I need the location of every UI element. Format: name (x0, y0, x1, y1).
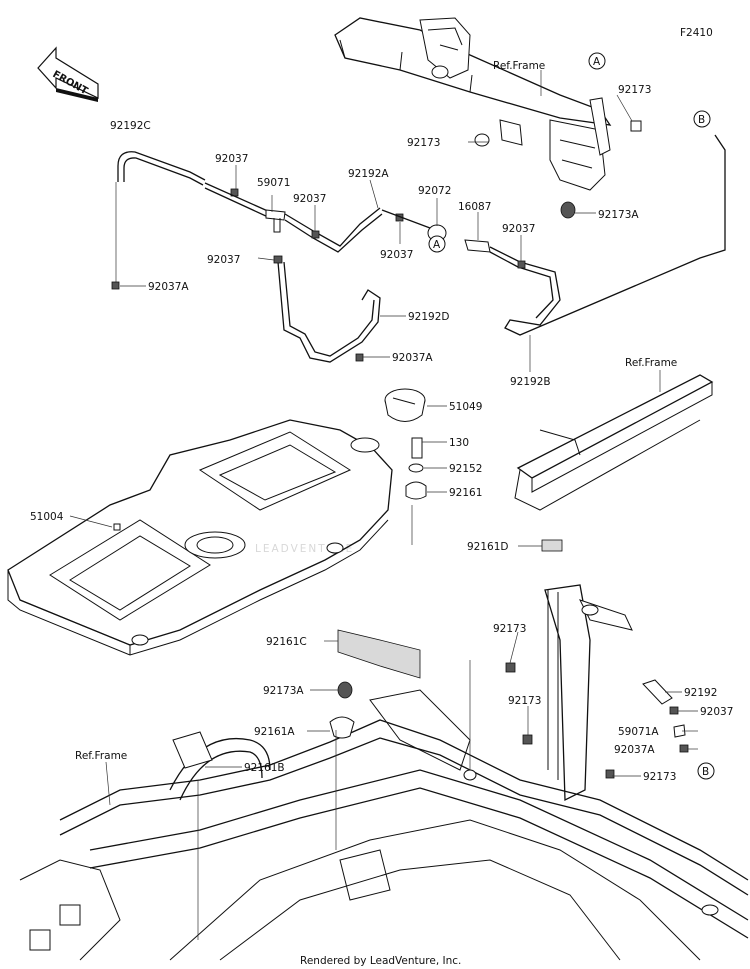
part-92173A[interactable]: 92173A (263, 685, 304, 697)
washer-92152 (408, 463, 424, 473)
clip-92173-lower-b (522, 734, 533, 745)
footer-credit: Rendered by LeadVenture, Inc. (300, 955, 461, 967)
part-92173[interactable]: 92173 (508, 695, 541, 707)
part-59071A[interactable]: 59071A (618, 726, 659, 738)
clip-92173-lower-a (505, 662, 516, 673)
part-92161D[interactable]: 92161D (467, 541, 509, 553)
hose-92192C (117, 151, 206, 186)
part-92161A[interactable]: 92161A (254, 726, 295, 738)
svg-text:A: A (433, 239, 441, 251)
valve-16087 (464, 239, 491, 253)
part-92173[interactable]: 92173 (643, 771, 676, 783)
part-92037[interactable]: 92037 (380, 249, 413, 261)
part-16087[interactable]: 16087 (458, 201, 491, 213)
hose-segment-a (204, 182, 271, 218)
svg-text:B: B (698, 114, 705, 126)
part-92173[interactable]: 92173 (493, 623, 526, 635)
part-92037[interactable]: 92037 (215, 153, 248, 165)
marker-B-top: B (693, 110, 711, 128)
part-92173A[interactable]: 92173A (598, 209, 639, 221)
clip-92173A-lower (337, 681, 353, 699)
part-51049[interactable]: 51049 (449, 401, 482, 413)
clamp-92037-lower (669, 706, 679, 715)
part-92173[interactable]: 92173 (407, 137, 440, 149)
frame-right-rail (514, 374, 714, 511)
clip-92173-topright (630, 120, 642, 132)
hose-92192A (284, 207, 381, 247)
part-92072[interactable]: 92072 (418, 185, 451, 197)
part-92173[interactable]: 92173 (618, 84, 651, 96)
marker-A-top: A (588, 52, 606, 70)
part-92192A[interactable]: 92192A (348, 168, 389, 180)
pad-92161A (329, 716, 355, 739)
hose-92192B (489, 134, 726, 336)
frame-top-section (334, 17, 612, 191)
hose-92192D (277, 261, 381, 363)
marker-B-lower: B (697, 762, 715, 780)
clamp-92037-b (311, 230, 320, 239)
part-92037A[interactable]: 92037A (148, 281, 189, 293)
part-92037[interactable]: 92037 (700, 706, 733, 718)
part-92192C[interactable]: 92192C (110, 120, 151, 132)
clamp-92037A-left (111, 281, 120, 290)
part-92161C[interactable]: 92161C (266, 636, 307, 648)
part-51004[interactable]: 51004 (30, 511, 64, 523)
svg-text:A: A (593, 56, 601, 68)
part-92192B[interactable]: 92192B (510, 376, 551, 388)
part-59071[interactable]: 59071 (257, 177, 290, 189)
clamp-92037A-lower (679, 744, 689, 753)
clamp-92037-e (273, 255, 283, 264)
damper-92161D (541, 539, 563, 552)
part-92192D[interactable]: 92192D (408, 311, 450, 323)
part-92037[interactable]: 92037 (207, 254, 240, 266)
part-92161B[interactable]: 92161B (244, 762, 285, 774)
part-92037[interactable]: 92037 (293, 193, 326, 205)
part-92192[interactable]: 92192 (684, 687, 717, 699)
pad-92161B (172, 731, 213, 769)
fuel-cap-51049 (384, 388, 426, 422)
part-92161[interactable]: 92161 (449, 487, 482, 499)
ref-frame-label-lower: Ref.Frame (75, 750, 127, 762)
ref-frame-label-top: Ref.Frame (493, 60, 545, 72)
fuel-tank-51004 (7, 419, 393, 656)
part-callouts: 92192C 92037 59071 92037 92192A 92072 16… (30, 84, 733, 783)
part-92037A[interactable]: 92037A (614, 744, 655, 756)
leader-lines (69, 70, 698, 940)
part-92037A[interactable]: 92037A (392, 352, 433, 364)
tank-fitting (113, 523, 121, 531)
lower-chassis-frame (19, 584, 749, 961)
clip-92173-top (474, 133, 490, 147)
svg-text:B: B (702, 766, 709, 778)
part-92152[interactable]: 92152 (449, 463, 482, 475)
damper-92161 (405, 481, 427, 500)
clip-92173A-top (560, 201, 576, 219)
part-130[interactable]: 130 (449, 437, 469, 449)
ref-frame-label-right: Ref.Frame (625, 357, 677, 369)
part-92037[interactable]: 92037 (502, 223, 535, 235)
marker-A-mid: A (428, 235, 446, 253)
joint-59071 (265, 209, 286, 233)
joint-59071A (673, 724, 686, 738)
front-arrow-icon: FRONT (37, 46, 99, 102)
clamp-92037A-mid (355, 353, 364, 362)
clamp-92037-d (517, 260, 526, 269)
bolt-130 (411, 437, 423, 459)
figure-id: F2410 (680, 27, 713, 39)
clip-92173-lower-c (605, 769, 615, 779)
hose-end-92192 (642, 679, 673, 705)
pad-92161C (337, 629, 421, 679)
